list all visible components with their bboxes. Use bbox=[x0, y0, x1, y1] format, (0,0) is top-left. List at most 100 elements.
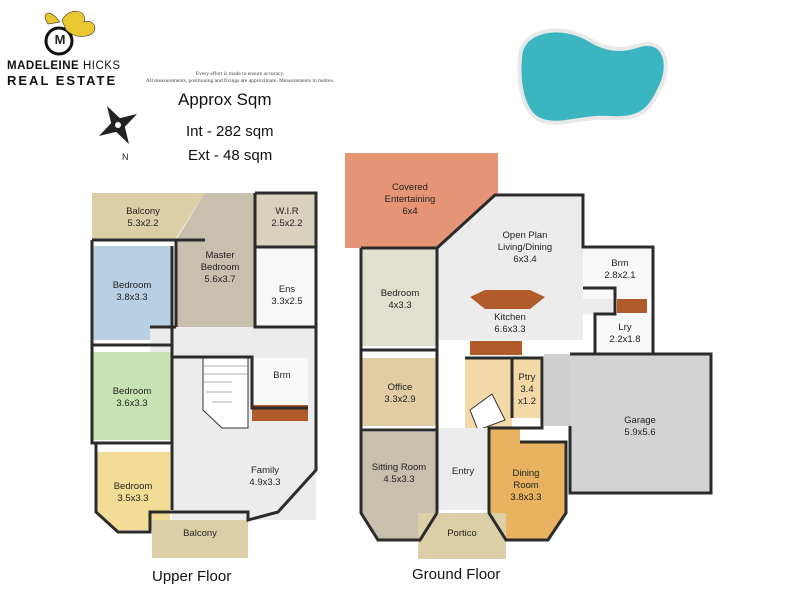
label-upper-balcony-bottom: Balcony bbox=[165, 528, 235, 540]
disclaimer-line2: All measurements, positioning and fixing… bbox=[145, 78, 335, 84]
walls-upper bbox=[90, 191, 318, 534]
dining-size: 3.8x3.3 bbox=[510, 492, 542, 503]
upper-brm-name: Brm bbox=[273, 370, 291, 381]
logo-monogram: M bbox=[54, 32, 66, 47]
dining-name2: Room bbox=[513, 480, 539, 491]
family-name: Family bbox=[251, 465, 279, 476]
room-upper-hallway bbox=[150, 327, 316, 357]
upper-balcony-top-name: Balcony bbox=[126, 206, 160, 217]
ground-floor-label: Ground Floor bbox=[412, 566, 501, 583]
upper-balcony-top-size: 5.3x2.2 bbox=[127, 218, 159, 229]
office-size: 3.3x2.9 bbox=[384, 394, 416, 405]
ground-floor-plan bbox=[345, 153, 713, 559]
brand-name-line1: MADELEINE HICKS bbox=[7, 60, 121, 72]
garage-storage bbox=[544, 354, 570, 426]
logo-icon bbox=[44, 10, 96, 56]
laundry-size: 2.2x1.8 bbox=[609, 334, 641, 345]
room-bedroom-green bbox=[92, 352, 172, 440]
disclaimer: Every effort is made to ensure accuracy.… bbox=[140, 71, 340, 85]
label-office: Office 3.3x2.9 bbox=[365, 382, 435, 406]
room-entry bbox=[437, 428, 489, 510]
kitchen-size: 6.6x3.3 bbox=[494, 324, 526, 335]
ensuite-name: Ens bbox=[278, 284, 296, 295]
bedroom-green-name: Bedroom bbox=[112, 386, 152, 397]
label-kitchen: Kitchen 6.6x3.3 bbox=[475, 312, 545, 336]
bedroom-blue-size: 3.8x3.3 bbox=[116, 292, 148, 303]
room-laundry bbox=[595, 314, 653, 354]
sitting-room-size: 4.5x3.3 bbox=[383, 474, 415, 485]
stairs-ground bbox=[469, 393, 506, 431]
area-heading: Approx Sqm bbox=[178, 90, 272, 109]
room-wir bbox=[255, 193, 316, 247]
sitting-room-name: Sitting Room bbox=[371, 462, 427, 473]
label-ground-brm: Brm 2.8x2.1 bbox=[595, 258, 645, 282]
bedroom-green-size: 3.6x3.3 bbox=[116, 398, 148, 409]
pantry-size2: x1.2 bbox=[518, 396, 536, 407]
brand-name-light: HICKS bbox=[82, 60, 121, 72]
garage-size: 5.9x5.6 bbox=[624, 427, 656, 438]
ground-brm-name: Brm bbox=[611, 258, 629, 269]
room-upper-balcony-bottom bbox=[152, 520, 248, 558]
family-size: 4.9x3.3 bbox=[249, 477, 281, 488]
compass-north-label: N bbox=[122, 152, 129, 162]
office-name: Office bbox=[387, 382, 413, 393]
label-upper-balcony-top: Balcony 5.3x2.2 bbox=[108, 206, 178, 230]
kitchen-name: Kitchen bbox=[494, 312, 526, 323]
brand-name-bold: MADELEINE bbox=[7, 60, 80, 72]
master-size: 5.6x3.7 bbox=[204, 274, 236, 285]
area-external: Ext - 48 sqm bbox=[188, 147, 273, 164]
pantry-name: Ptry bbox=[518, 372, 536, 383]
bedroom-ground-name: Bedroom bbox=[380, 288, 420, 299]
label-dining: Dining Room 3.8x3.3 bbox=[496, 468, 556, 504]
covered-name2: Entertaining bbox=[384, 194, 436, 205]
room-office bbox=[361, 358, 437, 426]
entry-name: Entry bbox=[451, 466, 475, 477]
open-plan-size: 6x3.4 bbox=[513, 254, 537, 265]
room-garage bbox=[570, 354, 711, 493]
open-plan-name2: Living/Dining bbox=[497, 242, 553, 253]
label-pantry: Ptry 3.4 x1.2 bbox=[512, 372, 542, 408]
garage-name: Garage bbox=[624, 415, 656, 426]
pool-icon bbox=[517, 28, 668, 125]
room-pantry bbox=[512, 358, 542, 418]
label-portico: Portico bbox=[432, 528, 492, 540]
kitchen-island bbox=[470, 290, 545, 309]
upper-balcony-bottom-name: Balcony bbox=[183, 528, 217, 539]
label-bedroom-yellow: Bedroom 3.5x3.3 bbox=[98, 481, 168, 505]
portico-name: Portico bbox=[447, 528, 477, 539]
wir-size: 2.5x2.2 bbox=[271, 218, 303, 229]
bedroom-yellow-size: 3.5x3.3 bbox=[117, 493, 149, 504]
cabinet-ground-brm bbox=[617, 299, 647, 313]
master-name2: Bedroom bbox=[200, 262, 240, 273]
dining-name: Dining bbox=[512, 468, 540, 479]
label-bedroom-blue: Bedroom 3.8x3.3 bbox=[97, 280, 167, 304]
label-wir: W.I.R 2.5x2.2 bbox=[262, 206, 312, 230]
label-ensuite: Ens 3.3x2.5 bbox=[262, 284, 312, 308]
walls-ground bbox=[359, 193, 713, 542]
bedroom-blue-name: Bedroom bbox=[112, 280, 152, 291]
label-open-plan: Open Plan Living/Dining 6x3.4 bbox=[485, 230, 565, 266]
room-bedroom-blue bbox=[92, 246, 172, 340]
room-dining bbox=[489, 428, 566, 540]
compass-icon bbox=[98, 105, 138, 145]
wir-name: W.I.R bbox=[275, 206, 299, 217]
brand-name-line2: REAL ESTATE bbox=[7, 73, 118, 88]
room-ensuite bbox=[255, 247, 316, 327]
stair-treads-upper bbox=[203, 365, 248, 403]
label-covered-entertaining: Covered Entertaining 6x4 bbox=[370, 182, 450, 218]
kitchen-bench bbox=[470, 341, 522, 355]
room-ground-brm bbox=[583, 247, 653, 299]
covered-size: 6x4 bbox=[402, 206, 418, 217]
bedroom-ground-size: 4x3.3 bbox=[388, 300, 412, 311]
laundry-name: Lry bbox=[618, 322, 632, 333]
open-plan-name: Open Plan bbox=[502, 230, 548, 241]
label-master: Master Bedroom 5.6x3.7 bbox=[186, 250, 254, 286]
label-family: Family 4.9x3.3 bbox=[235, 465, 295, 489]
room-master-bedroom bbox=[176, 193, 255, 327]
room-bedroom-ground bbox=[361, 248, 437, 346]
ensuite-size: 3.3x2.5 bbox=[271, 296, 303, 307]
covered-name: Covered bbox=[392, 182, 428, 193]
room-upper-brm bbox=[252, 358, 308, 408]
label-bedroom-ground: Bedroom 4x3.3 bbox=[365, 288, 435, 312]
